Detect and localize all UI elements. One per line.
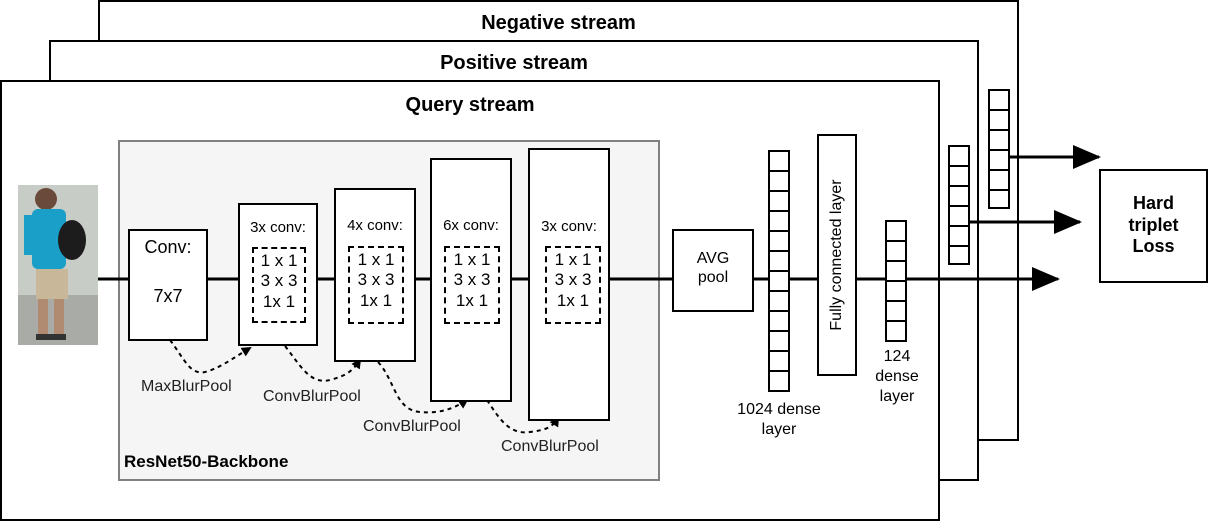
loss-line2: triplet — [1128, 214, 1179, 235]
convblurpool-label-3: ConvBlurPool — [501, 438, 599, 455]
stage3-kernel-3: 1x 1 — [455, 290, 489, 310]
stage2-kernels: 1 x 1 3 x 3 1x 1 — [348, 246, 404, 324]
maxblurpool-label: MaxBlurPool — [141, 378, 232, 395]
dense-124-label-line1: 124 — [883, 348, 911, 365]
fully-connected-label: Fully connected layer — [828, 179, 845, 331]
conv7x7-kernel: 7x7 — [153, 286, 183, 306]
conv7x7-block: Conv: 7x7 — [128, 229, 208, 341]
backbone-label: ResNet50-Backbone — [124, 452, 289, 471]
stage2-title: 4x conv: — [347, 217, 403, 234]
stage3-kernel-1: 1 x 1 — [453, 250, 491, 269]
dense-124-label-line2: dense — [875, 368, 919, 385]
stage2-kernel-3: 1x 1 — [359, 290, 393, 310]
negative-stream-title: Negative stream — [481, 12, 636, 34]
dense-124-label: 124 dense layer — [862, 347, 932, 407]
dense-1024-label-line1: 1024 dense — [737, 401, 821, 418]
positive-dense-124-layer — [948, 145, 970, 265]
hard-triplet-loss-block: Hard triplet Loss — [1099, 169, 1208, 283]
stage1-kernel-2: 3 x 3 — [260, 271, 298, 291]
stage2-kernel-2: 3 x 3 — [357, 270, 395, 290]
stage4-title: 3x conv: — [541, 218, 597, 235]
stage4-kernel-3: 1x 1 — [556, 290, 590, 310]
stage1-kernel-1: 1 x 1 — [260, 251, 298, 270]
avg-pool-block: AVG pool — [672, 229, 754, 312]
convblurpool-label-2: ConvBlurPool — [363, 418, 461, 435]
loss-line1: Hard — [1132, 193, 1174, 213]
fully-connected-layer: Fully connected layer — [817, 134, 857, 376]
maxblurpool-curve — [169, 339, 252, 374]
avg-pool-line2: pool — [697, 269, 729, 287]
stage4-kernels: 1 x 1 3 x 3 1x 1 — [545, 246, 601, 324]
dense-124-layer — [885, 220, 907, 342]
positive-stream-title: Positive stream — [440, 52, 588, 74]
stage1-block: 3x conv: 1 x 1 3 x 3 1x 1 — [238, 203, 318, 346]
query-person-image — [18, 185, 98, 345]
stage1-kernel-3: 1x 1 — [262, 291, 296, 311]
avg-pool-line1: AVG — [696, 250, 730, 267]
dense-1024-layer — [768, 150, 790, 392]
negative-dense-124-layer — [988, 89, 1010, 209]
stage3-kernels: 1 x 1 3 x 3 1x 1 — [444, 246, 500, 324]
dense-1024-label-line2: layer — [761, 421, 797, 438]
stage1-kernels: 1 x 1 3 x 3 1x 1 — [252, 247, 306, 323]
convblurpool-curve-1 — [284, 345, 362, 382]
convblurpool-label-1: ConvBlurPool — [263, 388, 361, 405]
dense-1024-label: 1024 dense layer — [720, 400, 838, 440]
stage3-kernel-2: 3 x 3 — [453, 270, 491, 290]
dense-124-label-line3: layer — [879, 388, 915, 405]
stage3-title: 6x conv: — [443, 217, 499, 234]
stage4-block: 3x conv: 1 x 1 3 x 3 1x 1 — [528, 148, 610, 421]
query-stream-title: Query stream — [405, 94, 535, 116]
convblurpool-curve-3 — [486, 399, 560, 434]
loss-line3: Loss — [1132, 236, 1175, 257]
stage2-block: 4x conv: 1 x 1 3 x 3 1x 1 — [334, 188, 416, 362]
stage1-title: 3x conv: — [250, 219, 306, 236]
conv7x7-title: Conv: — [144, 237, 192, 257]
stage2-kernel-1: 1 x 1 — [357, 250, 395, 269]
stage4-kernel-1: 1 x 1 — [554, 250, 592, 269]
stage3-block: 6x conv: 1 x 1 3 x 3 1x 1 — [430, 158, 512, 402]
stage4-kernel-2: 3 x 3 — [554, 270, 592, 290]
